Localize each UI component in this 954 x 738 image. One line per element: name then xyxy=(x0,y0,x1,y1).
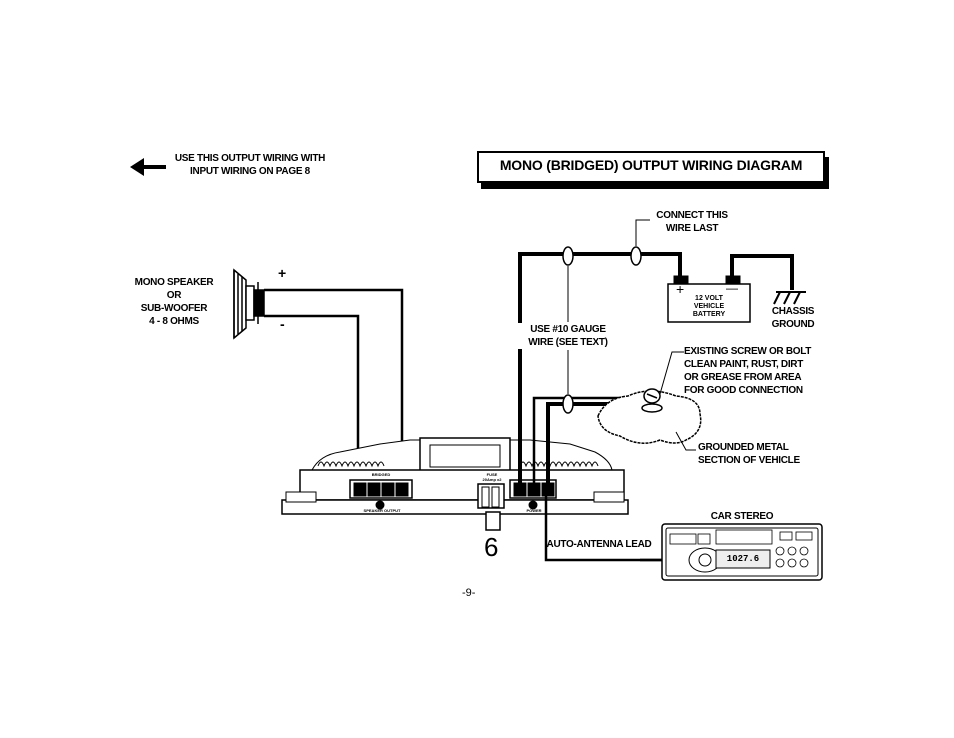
connect-last-line2: WIRE LAST xyxy=(665,223,719,234)
speaker-output-label: SPEAKER OUTPUT xyxy=(363,508,401,513)
power-wire xyxy=(518,252,682,484)
metal-label: GROUNDED METAL SECTION OF VEHICLE xyxy=(698,441,800,467)
speaker-minus-sign: - xyxy=(280,316,285,332)
header-note-line2: INPUT WIRING ON PAGE 8 xyxy=(190,166,310,177)
screw-icon xyxy=(641,388,663,413)
header-note: USE THIS OUTPUT WIRING WITH INPUT WIRING… xyxy=(160,152,340,178)
chassis-ground-line1: CHASSIS xyxy=(771,306,815,317)
connect-last-label: CONNECT THIS WIRE LAST xyxy=(644,209,740,235)
fuse-label-line1: FUSE xyxy=(486,472,498,477)
speaker-icon xyxy=(233,268,265,340)
battery-label: 12 VOLT VEHICLE BATTERY xyxy=(672,295,746,319)
chassis-ground-wire xyxy=(730,254,794,290)
gauge-callout xyxy=(562,219,650,414)
metal-label-line2: SECTION OF VEHICLE xyxy=(698,455,800,466)
screw-label-line3: OR GREASE FROM AREA xyxy=(684,372,802,383)
speaker-label: MONO SPEAKER OR SUB-WOOFER 4 - 8 OHMS xyxy=(124,276,224,328)
screw-label: EXISTING SCREW OR BOLT CLEAN PAINT, RUST… xyxy=(684,345,811,397)
speaker-plus-sign: + xyxy=(278,265,287,281)
metal-section-icon xyxy=(597,390,702,444)
gauge-label: USE #10 GAUGE WIRE (SEE TEXT) xyxy=(516,323,620,349)
stereo-display: 1027.6 xyxy=(726,554,760,564)
fuse-holder-icon xyxy=(485,511,501,531)
power-label: POWER xyxy=(526,508,542,513)
speaker-wire-positive xyxy=(264,288,404,484)
chassis-ground-label: CHASSIS GROUND xyxy=(756,305,830,331)
antenna-wire xyxy=(544,492,662,562)
left-arrow-icon xyxy=(130,158,166,176)
speaker-label-line2: OR xyxy=(166,290,182,301)
diagram-title-box: MONO (BRIDGED) OUTPUT WIRING DIAGRAM xyxy=(477,151,825,183)
car-stereo-label: CAR STEREO xyxy=(710,511,774,522)
metal-callout-line xyxy=(675,431,696,451)
gauge-label-line2: WIRE (SEE TEXT) xyxy=(528,337,608,348)
speaker-label-line4: 4 - 8 OHMS xyxy=(149,316,199,327)
amplifier xyxy=(281,437,629,515)
bridged-label: BRIDGED xyxy=(371,472,391,477)
speaker-label-line3: SUB-WOOFER xyxy=(140,303,208,314)
screw-callout-line xyxy=(659,351,684,395)
speaker-label-line1: MONO SPEAKER xyxy=(134,277,214,288)
connect-last-line1: CONNECT THIS xyxy=(656,210,728,221)
screw-label-line1: EXISTING SCREW OR BOLT xyxy=(684,346,812,357)
speaker-wire-negative xyxy=(264,314,360,484)
page-number: -9- xyxy=(462,587,476,599)
battery-label-line2: VEHICLE xyxy=(693,303,725,310)
chassis-ground-line2: GROUND xyxy=(771,319,815,330)
battery-minus-sign: — xyxy=(726,281,738,295)
screw-label-line2: CLEAN PAINT, RUST, DIRT xyxy=(684,359,804,370)
diagram-title: MONO (BRIDGED) OUTPUT WIRING DIAGRAM xyxy=(499,157,803,173)
fuse-number: 6 xyxy=(484,532,499,562)
battery-label-line1: 12 VOLT xyxy=(695,295,723,302)
chassis-ground-icon xyxy=(773,291,806,305)
fuse-label-line2: 20Amp x2 xyxy=(482,477,502,482)
fuse-label: FUSE 20Amp x2 xyxy=(476,472,508,482)
battery-icon xyxy=(667,275,751,323)
screw-label-line4: FOR GOOD CONNECTION xyxy=(684,385,803,396)
gauge-label-line1: USE #10 GAUGE xyxy=(530,324,606,335)
header-note-line1: USE THIS OUTPUT WIRING WITH xyxy=(174,153,326,164)
battery-plus-sign: + xyxy=(676,281,685,297)
ground-wire xyxy=(532,396,652,484)
car-stereo-icon xyxy=(661,523,823,581)
antenna-label: AUTO-ANTENNA LEAD xyxy=(546,539,652,550)
metal-label-line1: GROUNDED METAL xyxy=(698,442,789,453)
battery-label-line3: BATTERY xyxy=(692,311,726,318)
